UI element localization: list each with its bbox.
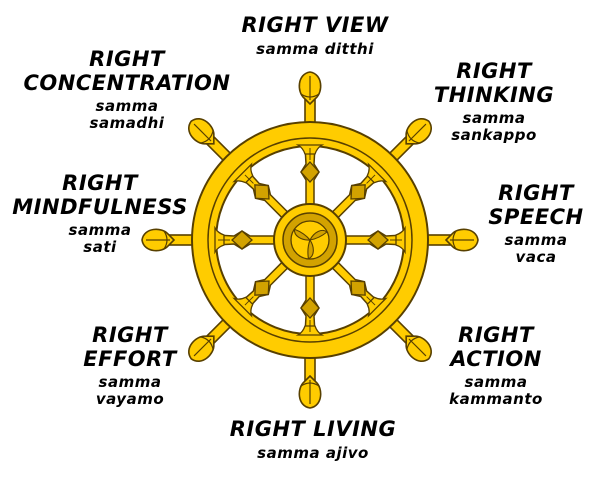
label-right-speech-title-2: SPEECH [488,204,584,229]
hub-swirl-arm [309,229,328,241]
label-right-thinking-title-2: THINKING [433,82,555,107]
handle-mindfulness [141,228,199,252]
label-right-concentration: RIGHT CONCENTRATION samma samadhi [23,47,231,132]
spoke-effort [232,260,290,318]
handle-speech [421,228,479,252]
label-right-effort-pali-2: vayamo [95,389,165,408]
hub-swirl-arm [294,228,312,241]
label-right-thinking-pali-1: samma [462,109,526,128]
hub-swirl [290,220,330,260]
label-right-concentration-pali-2: samadhi [89,113,165,132]
label-right-thinking-pali-2: sankappo [451,125,537,144]
label-right-living-title: RIGHT LIVING [229,417,397,441]
label-right-view-pali: samma ditthi [256,39,374,58]
label-right-speech-pali-2: vaca [515,247,557,266]
label-right-mindfulness-title-1: RIGHT [62,171,138,195]
label-right-mindfulness-pali-1: samma [68,221,132,240]
wheel-handles [141,71,479,409]
label-right-view-title: RIGHT VIEW [241,13,389,37]
label-right-view: RIGHT VIEW samma ditthi [241,13,389,58]
hub-swirl-arm [307,238,314,260]
label-right-speech: RIGHT SPEECH samma vaca [488,181,584,266]
label-right-mindfulness: RIGHT MINDFULNESS samma sati [12,171,188,256]
label-right-speech-title-1: RIGHT [498,181,574,205]
label-right-action-title-1: RIGHT [458,323,534,347]
label-right-effort-title-1: RIGHT [92,323,168,347]
spoke-action [330,260,388,318]
label-right-mindfulness-pali-2: sati [83,237,117,256]
handle-view [298,71,322,129]
label-right-action: RIGHT ACTION samma kammanto [449,323,543,408]
label-right-thinking: RIGHT THINKING samma sankappo [433,59,555,144]
rim-groove [207,137,413,343]
label-right-speech-pali-1: samma [504,231,568,250]
spoke-view [295,144,325,207]
label-right-effort-title-2: EFFORT [83,346,177,371]
spoke-concentration [232,162,290,220]
handle-living [298,351,322,409]
label-right-action-pali-2: kammanto [449,389,543,408]
label-right-thinking-title-1: RIGHT [456,59,532,83]
label-right-living: RIGHT LIVING samma ajivo [229,417,397,462]
label-right-mindfulness-title-2: MINDFULNESS [12,194,188,219]
spoke-speech [343,225,406,255]
label-right-effort-pali-1: samma [98,373,162,392]
label-right-concentration-title-1: RIGHT [89,47,165,71]
label-right-living-pali: samma ajivo [257,443,369,462]
handle-concentration [188,118,236,166]
handle-thinking [384,118,432,166]
wheel-spokes [214,144,406,336]
spoke-living [295,273,325,336]
label-right-concentration-pali-1: samma [95,97,159,116]
spoke-mindfulness [214,225,277,255]
label-right-action-pali-1: samma [464,373,528,392]
label-right-concentration-title-2: CONCENTRATION [23,70,231,95]
label-right-effort: RIGHT EFFORT samma vayamo [83,323,177,408]
spoke-thinking [330,162,388,220]
label-right-action-title-2: ACTION [450,346,542,371]
